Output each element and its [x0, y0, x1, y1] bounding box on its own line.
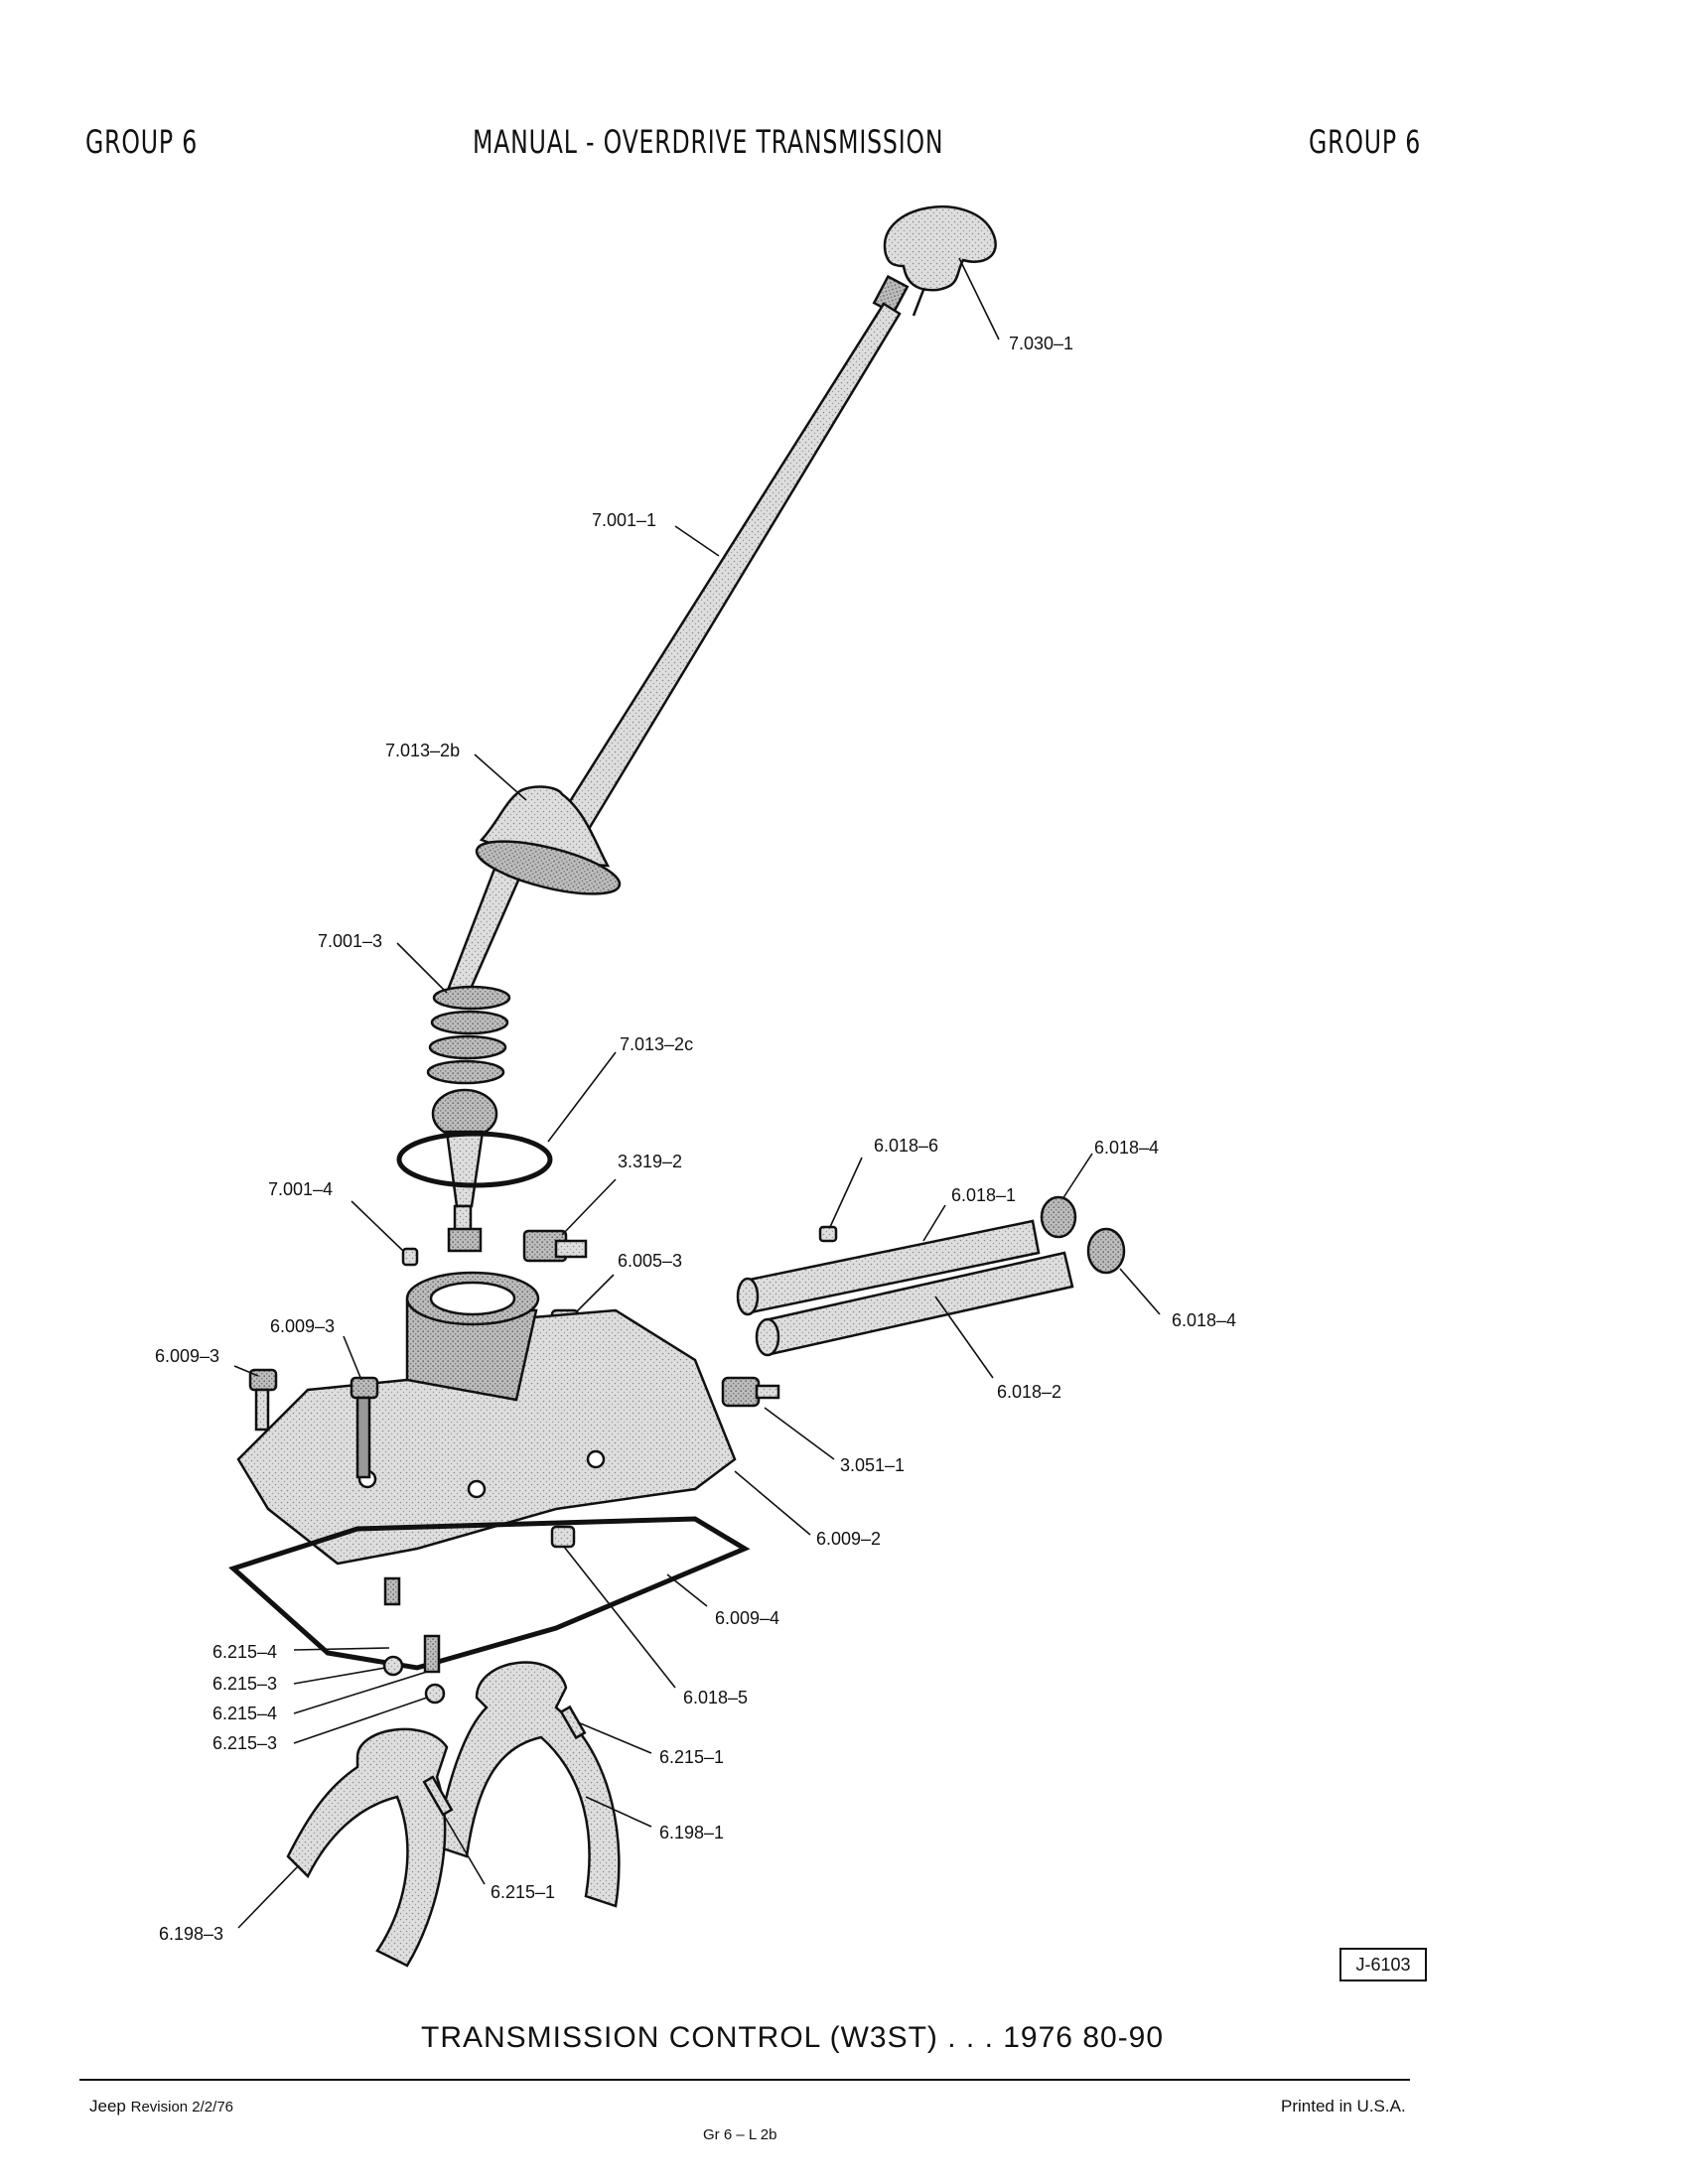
leader-lever	[674, 525, 720, 557]
shift-knob	[872, 205, 997, 317]
header-group-left: GROUP 6	[85, 123, 199, 161]
callout-lever: 7.001–1	[592, 510, 656, 530]
callout-shaft-lower: 6.018–2	[997, 1382, 1061, 1402]
callout-bolt-left: 6.009–3	[155, 1346, 219, 1366]
leader-det-spring-1	[293, 1647, 390, 1651]
callout-gasket: 6.009–4	[715, 1608, 779, 1628]
shift-cover-housing	[236, 1271, 737, 1566]
overdrive-switch	[721, 1376, 780, 1408]
detent-ball-2	[424, 1683, 446, 1705]
lever-pin	[401, 1247, 419, 1267]
cover-gasket	[228, 1516, 751, 1671]
cover-bolt-left	[248, 1368, 278, 1432]
leader-seal-top	[1061, 1153, 1093, 1200]
leader-bolt-center	[343, 1335, 362, 1381]
leader-seal-bottom	[1119, 1268, 1161, 1315]
leader-shaft-lower	[934, 1296, 994, 1379]
callout-roll-pin-upper: 6.215–1	[659, 1747, 724, 1767]
footer-left: Jeep Revision 2/2/76	[89, 2097, 233, 2116]
detent-spring-1	[383, 1576, 401, 1606]
lever-boot	[475, 785, 622, 895]
interlock-plunger	[550, 1525, 576, 1549]
callout-spring: 7.001–3	[318, 931, 382, 951]
callout-det-ball-1: 6.215–3	[212, 1674, 277, 1694]
leader-roll-pin-lower	[438, 1806, 486, 1885]
callout-switch-top: 3.319–2	[618, 1152, 682, 1171]
callout-pin-lever: 7.001–4	[268, 1179, 333, 1199]
callout-fork-upper: 6.198–1	[659, 1823, 724, 1843]
figure-id-badge: J-6103	[1339, 1948, 1427, 1981]
shift-fork-upper	[435, 1661, 621, 1908]
callout-boot-upper: 7.013–2b	[385, 741, 460, 760]
leader-det-spring-2	[293, 1671, 428, 1714]
callout-shaft-pin: 6.018–6	[874, 1136, 938, 1156]
cover-bolt-center	[350, 1376, 379, 1479]
backup-switch	[522, 1229, 588, 1263]
callout-det-spring-1: 6.215–4	[212, 1642, 277, 1662]
leader-gasket	[666, 1573, 708, 1607]
callout-fork-lower: 6.198–3	[159, 1924, 223, 1944]
footer-printed: Printed in U.S.A.	[1281, 2097, 1406, 2116]
shift-lever	[445, 302, 902, 1000]
callout-roll-pin-lower: 6.215–1	[491, 1882, 555, 1902]
shift-fork-lower	[286, 1727, 454, 1968]
shift-rail-lower	[755, 1251, 1074, 1357]
callout-ring: 7.013–2c	[620, 1034, 693, 1054]
callout-bolt-center: 6.009–3	[270, 1316, 335, 1336]
callout-interlock: 6.018–5	[683, 1688, 748, 1707]
leader-cover	[734, 1470, 811, 1536]
shift-rail-upper	[736, 1219, 1041, 1316]
leader-fork-lower	[237, 1865, 299, 1929]
leader-roll-pin-upper	[577, 1721, 652, 1754]
rail-seal-top	[1040, 1195, 1077, 1239]
footer-brand: Jeep	[89, 2097, 126, 2116]
leader-det-ball-2	[293, 1697, 428, 1744]
header-group-right: GROUP 6	[1309, 123, 1422, 161]
callout-knob: 7.030–1	[1009, 334, 1073, 353]
leader-switch-side	[764, 1407, 835, 1460]
lever-ball-stem	[431, 1088, 498, 1253]
leader-spring	[396, 942, 448, 994]
leader-plug	[575, 1274, 615, 1313]
callout-det-spring-2: 6.215–4	[212, 1704, 277, 1723]
rail-seal-bottom	[1086, 1227, 1126, 1275]
callout-det-ball-2: 6.215–3	[212, 1733, 277, 1753]
leader-shaft-pin	[829, 1157, 863, 1228]
leader-bolt-left	[233, 1365, 259, 1377]
callout-plug: 6.005–3	[618, 1251, 682, 1271]
footer-revision: Revision 2/2/76	[130, 2099, 234, 2116]
callout-shaft-upper: 6.018–1	[951, 1185, 1016, 1205]
page-title: MANUAL - OVERDRIVE TRANSMISSION	[473, 123, 944, 161]
leader-pin-lever	[351, 1200, 404, 1252]
leader-boot-upper	[474, 753, 527, 801]
rail-pin	[818, 1225, 838, 1243]
detent-ball-1	[382, 1655, 404, 1677]
footer-page-ref: Gr 6 – L 2b	[703, 2126, 777, 2143]
footer-rule	[79, 2079, 1410, 2081]
callout-seal-top: 6.018–4	[1094, 1138, 1159, 1158]
o-ring	[396, 1131, 553, 1188]
callout-switch-side: 3.051–1	[840, 1455, 905, 1475]
leader-knob	[958, 257, 1000, 341]
leader-shaft-upper	[922, 1204, 946, 1242]
leader-fork-upper	[585, 1796, 652, 1828]
detent-spring-2	[423, 1634, 441, 1674]
lever-spring	[426, 985, 511, 1085]
figure-caption: TRANSMISSION CONTROL (W3ST) . . . 1976 8…	[421, 2021, 1165, 2054]
leader-det-ball-1	[293, 1667, 386, 1685]
callout-cover: 6.009–2	[816, 1529, 881, 1549]
leader-interlock	[563, 1546, 676, 1689]
callout-seal-bottom: 6.018–4	[1172, 1310, 1236, 1330]
leader-ring	[547, 1051, 617, 1143]
leader-switch-top	[561, 1178, 617, 1236]
